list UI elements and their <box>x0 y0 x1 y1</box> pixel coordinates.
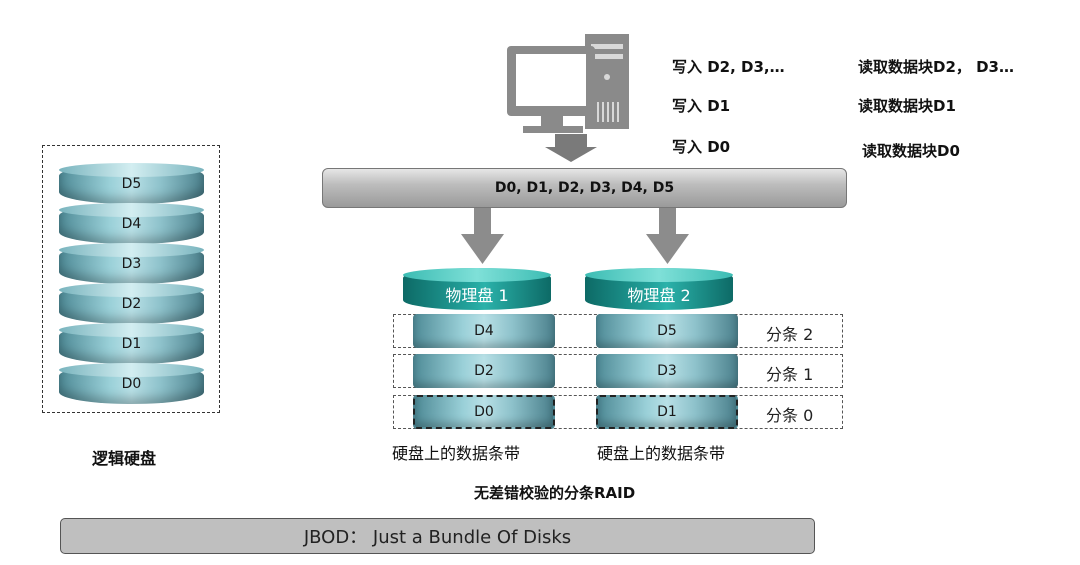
write-op-d0: 写入 D0 <box>672 138 731 156</box>
disk2-caption: 硬盘上的数据条带 <box>597 444 726 463</box>
logical-block-d4: D4 <box>59 203 204 244</box>
computer-icon <box>507 34 629 162</box>
stripe-label-0: 分条 0 <box>766 406 814 425</box>
write-op-d2-d3: 写入 D2, D3,… <box>672 58 785 76</box>
logical-block-d0: D0 <box>59 363 204 404</box>
logical-disk-frame: D5 D4 D3 D2 D1 D0 <box>42 145 220 413</box>
stripe-label-1: 分条 1 <box>766 365 814 384</box>
read-op-d1: 读取数据块D1 <box>858 97 956 115</box>
disk1-block-d4: D4 <box>413 314 555 348</box>
write-op-d1: 写入 D1 <box>672 97 731 115</box>
disk1-block-d2: D2 <box>413 354 555 388</box>
physical-disk-1-header: 物理盘 1 <box>403 268 551 310</box>
read-op-d2-d3: 读取数据块D2， D3… <box>858 58 1014 76</box>
disk2-block-d5: D5 <box>596 314 738 348</box>
arrow-down-icon <box>646 208 689 264</box>
logical-block-d5: D5 <box>59 163 204 204</box>
read-op-d0: 读取数据块D0 <box>862 142 960 160</box>
disk2-block-d1: D1 <box>596 395 738 429</box>
data-bus: D0, D1, D2, D3, D4, D5 <box>322 168 847 208</box>
diagram-title: 无差错校验的分条RAID <box>474 484 636 502</box>
logical-block-d2: D2 <box>59 283 204 324</box>
logical-block-d3: D3 <box>59 243 204 284</box>
stripe-label-2: 分条 2 <box>766 325 814 344</box>
logical-disk-label: 逻辑硬盘 <box>92 449 157 468</box>
disk1-caption: 硬盘上的数据条带 <box>392 444 521 463</box>
physical-disk-2-header: 物理盘 2 <box>585 268 733 310</box>
disk2-block-d3: D3 <box>596 354 738 388</box>
jbod-footer: JBOD： Just a Bundle Of Disks <box>60 518 815 554</box>
logical-block-d1: D1 <box>59 323 204 364</box>
arrow-down-icon <box>461 208 504 264</box>
disk1-block-d0: D0 <box>413 395 555 429</box>
